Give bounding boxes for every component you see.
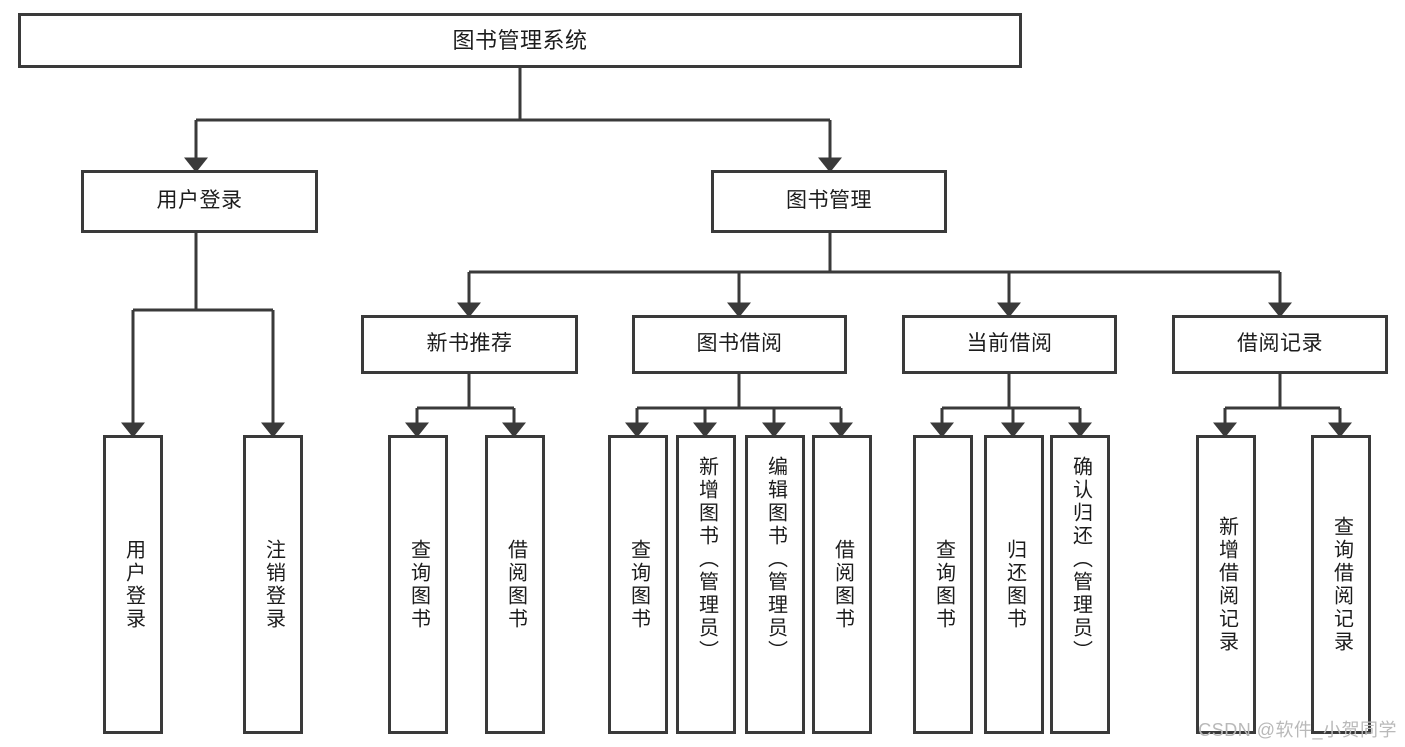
node-label: 图书管理 — [786, 189, 872, 213]
leaf-borrow-book[interactable]: 借阅图书 — [812, 435, 872, 734]
node-label: 借阅记录 — [1237, 332, 1323, 356]
watermark-text: CSDN @软件_小贺同学 — [1198, 720, 1397, 740]
node-new-book-recommend[interactable]: 新书推荐 — [361, 315, 578, 374]
node-label: 新增借阅记录 — [1215, 515, 1238, 654]
node-label: 查询图书 — [627, 538, 650, 631]
leaf-edit-book-admin[interactable]: 编辑图书（管理员） — [745, 435, 805, 734]
node-book-management[interactable]: 图书管理 — [711, 170, 947, 233]
leaf-logout[interactable]: 注销登录 — [243, 435, 303, 734]
node-label: 当前借阅 — [966, 332, 1053, 356]
leaf-return-book[interactable]: 归还图书 — [984, 435, 1044, 734]
node-label: 归还图书 — [1003, 538, 1026, 631]
leaf-add-borrow-record[interactable]: 新增借阅记录 — [1196, 435, 1256, 734]
node-label: 查询图书 — [407, 538, 430, 631]
leaf-query-book-current[interactable]: 查询图书 — [913, 435, 973, 734]
node-user-login[interactable]: 用户登录 — [81, 170, 318, 233]
leaf-add-book-admin[interactable]: 新增图书（管理员） — [676, 435, 736, 734]
node-label: 查询图书 — [932, 538, 955, 631]
node-label: 新书推荐 — [426, 332, 513, 356]
leaf-query-book-borrow[interactable]: 查询图书 — [608, 435, 668, 734]
leaf-query-book-recommend[interactable]: 查询图书 — [388, 435, 448, 734]
node-label: 新增图书（管理员） — [695, 456, 718, 663]
node-label: 编辑图书（管理员） — [764, 456, 787, 663]
node-label: 用户登录 — [122, 538, 145, 631]
node-root-book-management-system[interactable]: 图书管理系统 — [18, 13, 1022, 68]
node-current-borrow[interactable]: 当前借阅 — [902, 315, 1117, 374]
node-label: 图书借阅 — [696, 332, 783, 356]
leaf-borrow-book-recommend[interactable]: 借阅图书 — [485, 435, 545, 734]
node-label: 图书管理系统 — [452, 27, 588, 53]
leaf-user-login[interactable]: 用户登录 — [103, 435, 163, 734]
node-borrow-record[interactable]: 借阅记录 — [1172, 315, 1388, 374]
node-label: 查询借阅记录 — [1330, 515, 1353, 654]
leaf-query-borrow-record[interactable]: 查询借阅记录 — [1311, 435, 1371, 734]
node-label: 注销登录 — [262, 538, 285, 631]
node-label: 借阅图书 — [504, 538, 527, 631]
leaf-confirm-return-admin[interactable]: 确认归还（管理员） — [1050, 435, 1110, 734]
node-book-borrow[interactable]: 图书借阅 — [632, 315, 847, 374]
node-label: 确认归还（管理员） — [1069, 456, 1092, 663]
node-label: 用户登录 — [156, 189, 243, 213]
node-label: 借阅图书 — [831, 538, 854, 631]
